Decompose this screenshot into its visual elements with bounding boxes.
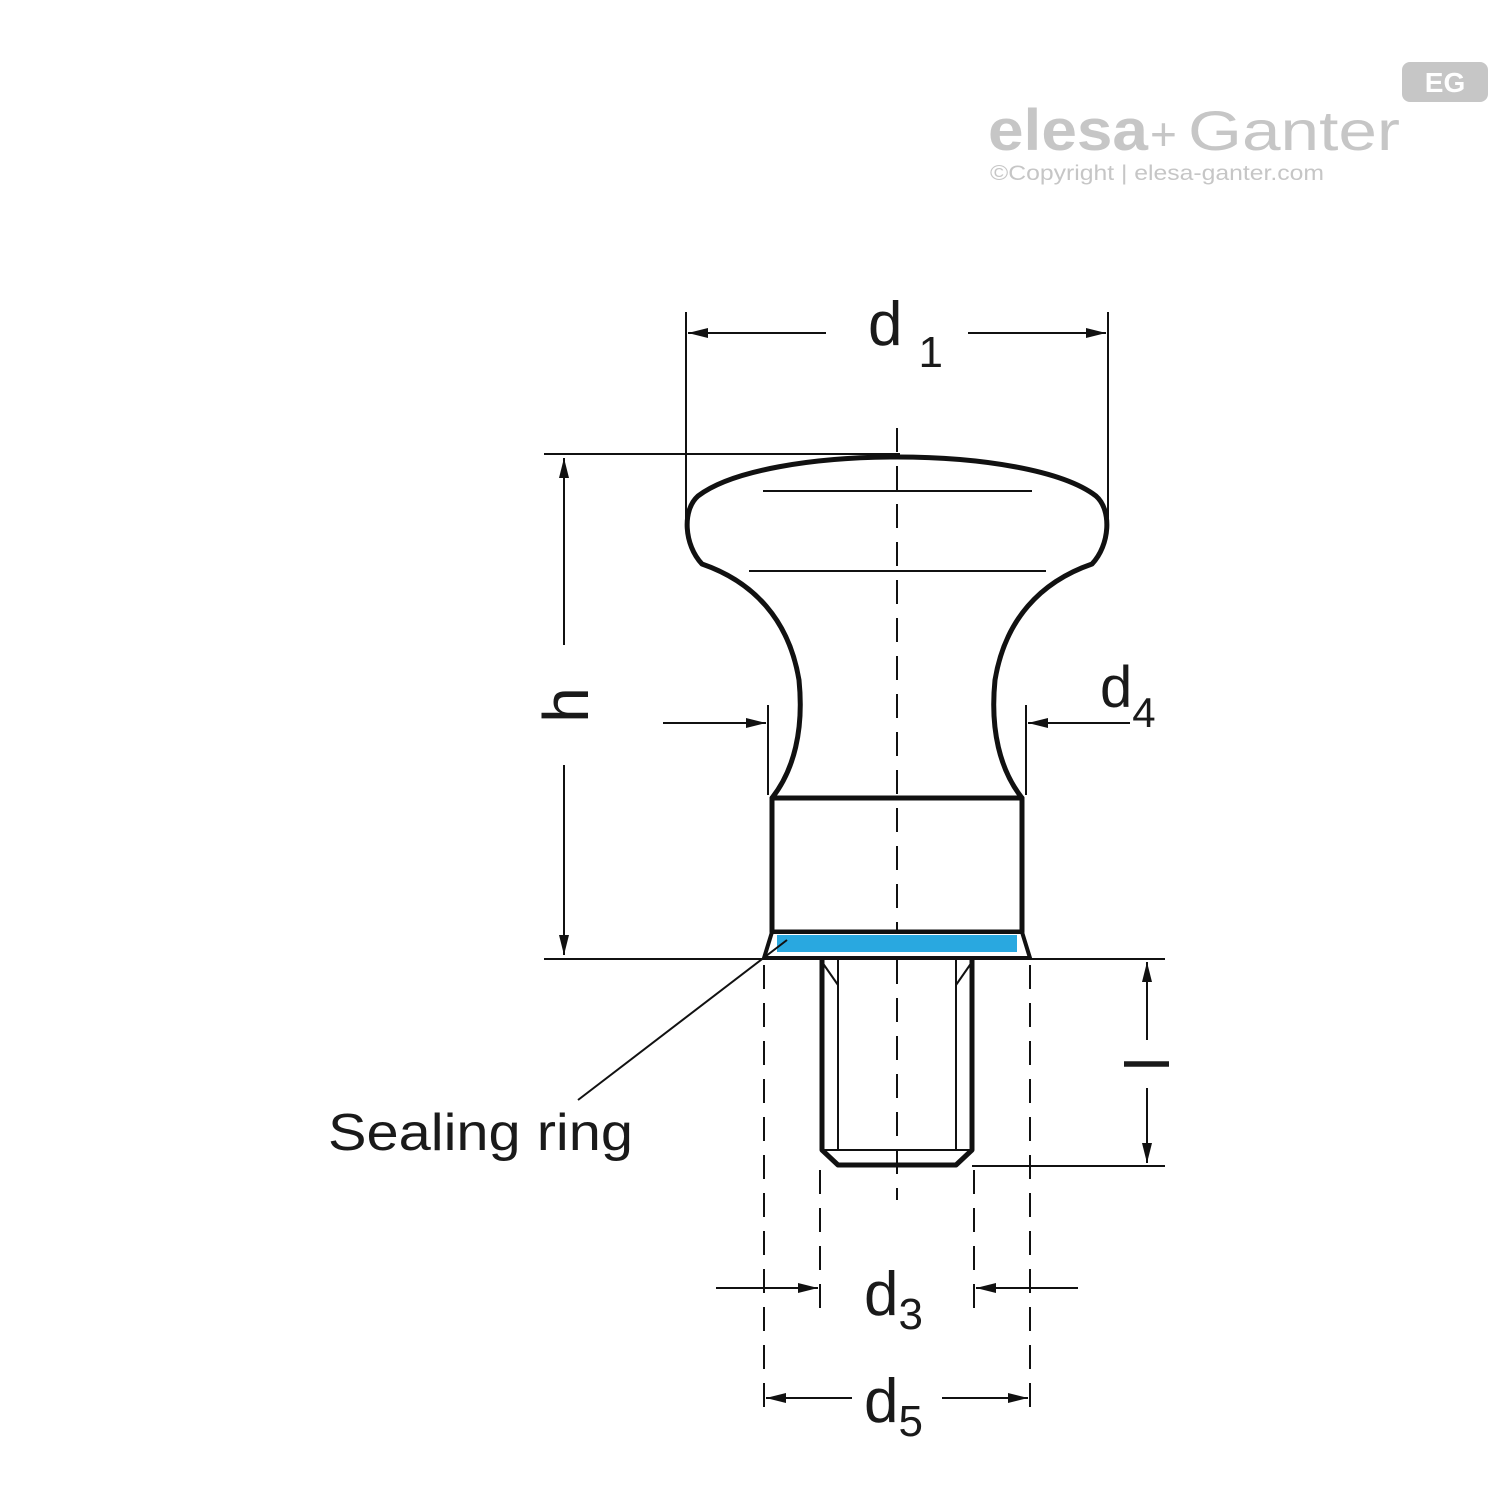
dim-d4-label: d4 [1100,655,1156,736]
brand-plus-text: + [1150,108,1177,160]
brand-badge-text: EG [1425,67,1465,98]
dim-d3-base: d [864,1260,898,1329]
sealing-ring-label: Sealing ring [328,1104,633,1162]
dim-d3-sub: 3 [898,1290,922,1339]
brand-badge-icon: EG [1402,62,1488,102]
extension-lines [544,312,1165,1420]
threaded-stud [819,958,975,1168]
dim-d1-sub: 1 [918,328,942,377]
dim-d5-sub: 5 [898,1397,922,1446]
brand-right-text: Ganter [1188,99,1400,162]
dim-d5-label: d5 [864,1367,923,1446]
sealing-ring-callout: Sealing ring [328,939,788,1162]
dimension-d4: d4 [663,655,1156,736]
dim-h-label: h [530,687,602,723]
dimension-h: h [530,458,602,955]
copyright-text: ©Copyright | elesa-ganter.com [990,162,1324,185]
dimension-d5: d5 [766,1367,1028,1446]
brand-left-text: elesa [988,98,1149,163]
brand-logo: elesa + Ganter EG ©Copyright | elesa-gan… [988,62,1488,185]
dim-d4-sub: 4 [1132,689,1155,736]
sealing-ring [761,930,1033,960]
dim-d1-base: d [868,290,902,359]
dim-d3-label: d3 [864,1260,923,1339]
dim-d4-base: d [1100,655,1132,720]
dimension-d3: d3 [716,1260,1078,1339]
dim-d5-base: d [864,1367,898,1436]
dimension-l: l [1114,962,1183,1163]
dim-l-label: l [1114,1057,1183,1071]
